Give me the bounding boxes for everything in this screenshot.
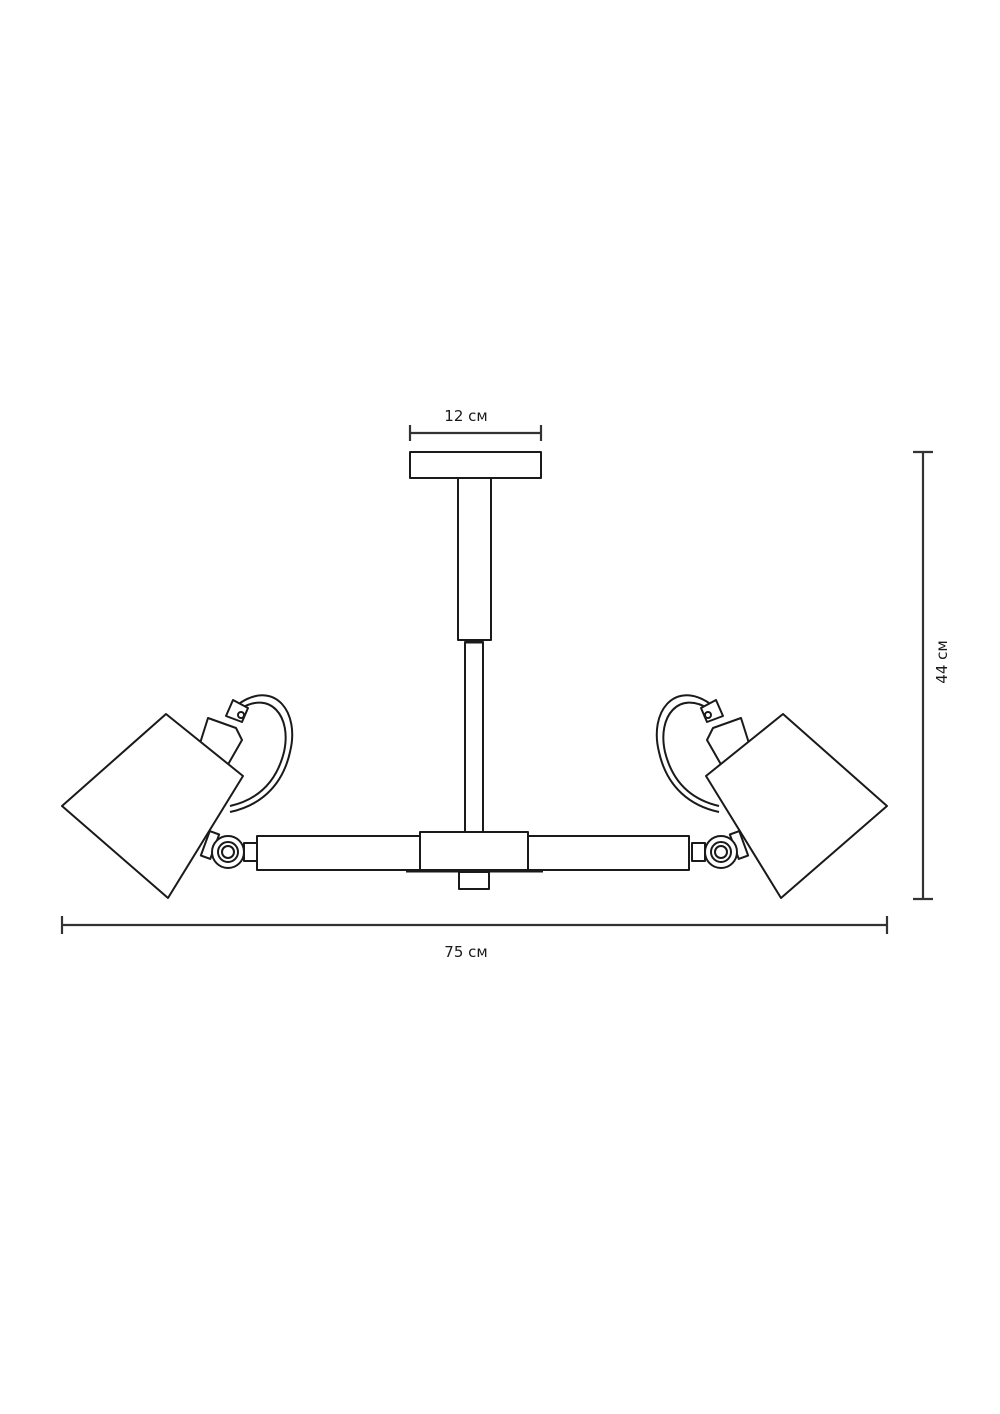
right-shade [705, 713, 888, 899]
width-label: 75 см [444, 943, 487, 961]
height-label: 44 см [933, 640, 951, 683]
central-hub [419, 831, 529, 871]
hub-nut [458, 871, 490, 890]
canopy [409, 451, 542, 479]
height-dimension: 44 см [913, 450, 951, 901]
canopy-width-label: 12 см [444, 407, 487, 425]
left-shade [61, 713, 244, 899]
right-wire-loop [655, 694, 720, 813]
left-arm [256, 835, 423, 871]
right-arm [527, 835, 690, 871]
width-dimension: 75 см [60, 916, 889, 961]
right-hinge [704, 835, 738, 869]
left-lamp [61, 694, 294, 899]
right-lamp [655, 694, 888, 899]
rod [464, 641, 484, 833]
left-hinge [211, 835, 245, 869]
canopy-width-dimension: 12 см [408, 407, 543, 441]
right-socket-cap [700, 699, 724, 723]
rod-sleeve [457, 477, 492, 641]
left-wire-loop [229, 694, 294, 813]
left-socket-cap [225, 699, 249, 723]
